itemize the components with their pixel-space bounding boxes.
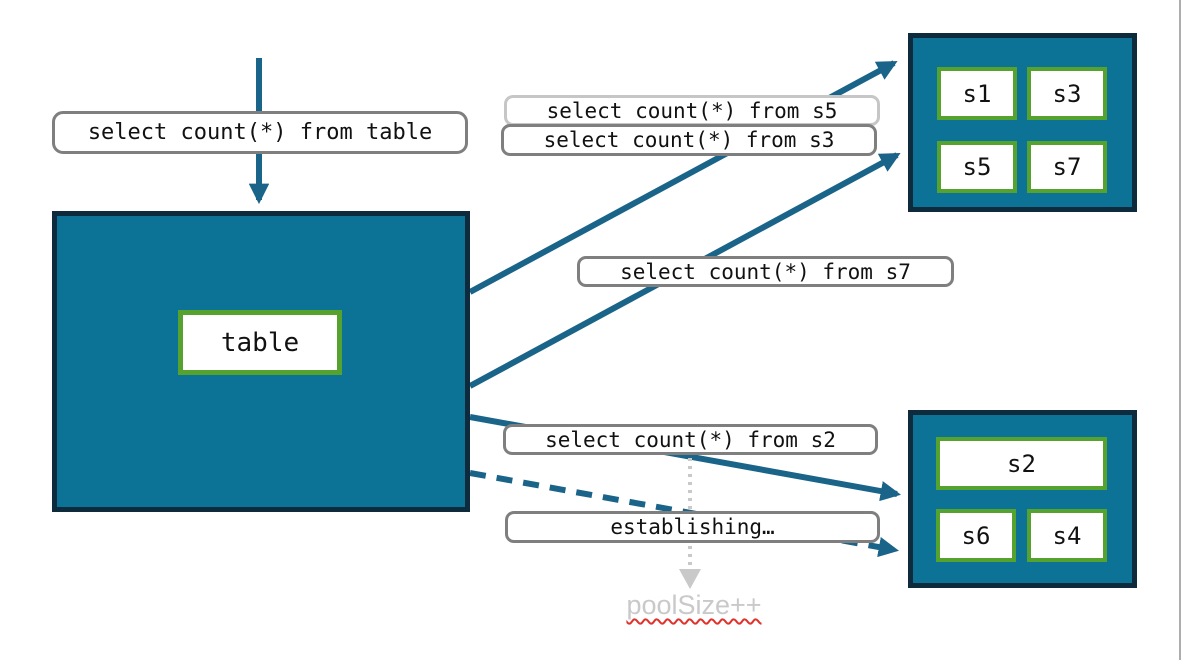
shard-s6-label: s6	[961, 521, 991, 550]
query-text-s5: select count(*) from s5	[546, 98, 838, 123]
pool-size-annotation: poolSize++	[626, 590, 762, 620]
query-label-s5: select count(*) from s5	[504, 95, 880, 126]
query-text-establishing: establishing…	[610, 515, 775, 539]
shard-s5: s5	[937, 141, 1017, 193]
shard-s2-label: s2	[1007, 449, 1036, 478]
query-label-establishing: establishing…	[505, 511, 880, 543]
shard-s5-label: s5	[962, 153, 992, 181]
query-label-s7: select count(*) from s7	[577, 256, 954, 287]
table-box-label: table	[220, 327, 300, 358]
query-text-s2: select count(*) from s2	[545, 427, 836, 452]
table-box: table	[178, 310, 342, 375]
shard-s2: s2	[936, 437, 1107, 490]
query-label-table: select count(*) from table	[52, 111, 468, 154]
slide-edge-line	[1179, 0, 1181, 660]
query-text-s3: select count(*) from s3	[543, 128, 835, 152]
query-label-s2: select count(*) from s2	[503, 424, 878, 455]
shard-s4-label: s4	[1052, 521, 1082, 550]
shard-s1: s1	[937, 67, 1017, 120]
shard-s4: s4	[1027, 509, 1107, 562]
gray-arrowhead-icon	[679, 569, 701, 589]
shard-s3-label: s3	[1052, 79, 1082, 108]
query-text-s7: select count(*) from s7	[620, 259, 911, 284]
query-text-table: select count(*) from table	[87, 120, 433, 145]
shard-s6: s6	[936, 509, 1016, 562]
query-label-s3: select count(*) from s3	[501, 124, 877, 156]
shard-s3: s3	[1027, 67, 1107, 120]
shard-s7: s7	[1027, 141, 1107, 193]
shard-s7-label: s7	[1052, 153, 1082, 181]
shard-s1-label: s1	[962, 79, 992, 108]
table-container-box	[52, 211, 470, 512]
